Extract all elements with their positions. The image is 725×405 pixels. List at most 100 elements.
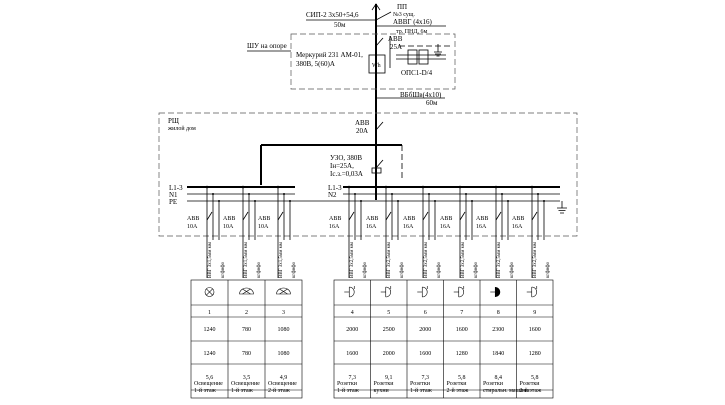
group-power-installed: 2000 (419, 327, 431, 333)
feeder-cable: ВВГ 3х2,5мм мм (424, 241, 429, 278)
group-power-calc: 1280 (456, 351, 468, 357)
bus-tap (458, 185, 462, 189)
feeder-rating: 16А (476, 224, 487, 230)
rsh-panel: РЩ жилой дом АВВ 20А УЗО, 380В Iн=25А, I… (158, 112, 578, 237)
feeder-rating: 16А (512, 224, 523, 230)
group-power-calc: 1280 (529, 351, 541, 357)
lighting-table-border (190, 279, 303, 399)
group-power-installed: 2000 (346, 327, 358, 333)
rcd-line1: УЗО, 380В (330, 154, 362, 162)
feeder-breaker-contact (422, 211, 429, 221)
group-desc-line1: Освещение (194, 381, 223, 387)
meter-symbol: Wh (372, 63, 381, 69)
group-power-calc: 1080 (278, 351, 290, 357)
group-number: 3 (282, 310, 285, 316)
group-current: 5,8 (531, 375, 539, 381)
feeder-breaker-contact (495, 211, 502, 221)
rsh-main-contact (375, 121, 384, 131)
meter-name: Меркурий 231 АМ-01, (296, 51, 363, 59)
feeder-breaker-contact (531, 211, 538, 221)
feeder-cable: ВВГ 3х2,5мм мм (533, 241, 538, 278)
feeder-breaker: АВВ (476, 216, 488, 222)
group-desc-line1: Розетки (374, 381, 395, 387)
rcd-contact (375, 159, 384, 169)
feeder-rating: 16А (329, 224, 340, 230)
group-desc-line2: 2-й этаж (520, 387, 543, 394)
group-desc-line1: Розетки (337, 381, 358, 387)
group-desc-line2: 2-й этаж (447, 387, 470, 394)
group-number: 5 (387, 310, 390, 316)
group-desc-line1: Розетки (483, 381, 504, 387)
bus-tap (421, 185, 425, 189)
pole-leader (375, 11, 392, 21)
group-number: 4 (351, 310, 354, 316)
group-desc-line1: Освещение (231, 381, 260, 387)
group-power-installed: 2500 (383, 327, 395, 333)
group-current: 8,4 (495, 375, 503, 381)
group-desc-line2: 1-й этаж (410, 387, 433, 394)
feeder-breaker: АВВ (512, 216, 524, 222)
feeder-breaker: АВВ (403, 216, 415, 222)
feed-arrow (371, 3, 381, 11)
cable-out-note: тр. ПНД, 6м (396, 29, 427, 35)
feeder-rating: 10А (258, 224, 269, 230)
feeder-tube: кгфнфо (221, 261, 226, 278)
feeder-tube: кгфнфо (292, 261, 297, 278)
feeder-tube: кгфнфо (510, 261, 515, 278)
feeder-breaker: АВВ (440, 216, 452, 222)
group-current: 5,8 (458, 375, 466, 381)
group-power-installed: 780 (242, 327, 251, 333)
surge-label: ОПС1-D/4 (401, 69, 433, 77)
group-number: 7 (460, 310, 463, 316)
group-desc-line2: 1-й этаж (194, 387, 217, 394)
group-power-calc: 1240 (204, 351, 216, 357)
group-desc-line2: кухни (374, 388, 390, 394)
ceiling-lamp-icon (239, 287, 254, 295)
group-power-installed: 1240 (204, 327, 216, 333)
socket-icon (526, 286, 538, 298)
link-cable: ВБбШв(4х10) 60м (376, 91, 445, 107)
shu-breaker-contact (375, 37, 384, 47)
feeder-breaker-contact (385, 211, 392, 221)
bus-tap (494, 185, 498, 189)
bus-l1-label: L1-3 (169, 184, 183, 192)
group-desc-line1: Розетки (447, 381, 468, 387)
bus-l2-label: L1-3 (328, 184, 342, 192)
feeder-tube: кгфнфо (437, 261, 442, 278)
group-power-installed: 1080 (278, 327, 290, 333)
link-cable-label: ВБбШв(4х10) (400, 91, 442, 99)
group-number: 9 (533, 310, 536, 316)
rcd-line3: Iс.з.=0,03А (330, 170, 363, 178)
group-number: 8 (497, 310, 500, 316)
socket-icon (417, 286, 428, 298)
lamp-icon (204, 287, 215, 297)
ceiling-lamp-icon (276, 287, 291, 295)
shu-breaker-rating: 25А (390, 43, 402, 51)
feeder-tube: кгфнфо (257, 261, 262, 278)
bus-pe-label: PE (169, 198, 177, 206)
feeder-breaker: АВВ (223, 216, 235, 222)
shu-ground-icon (434, 44, 442, 57)
feeder-rating: 10А (223, 224, 234, 230)
socket-icon (380, 286, 392, 298)
pole-sub: №3 сущ. (393, 12, 415, 18)
rsh-main-rating: 20А (356, 127, 368, 135)
group-desc-line2: 2-й этаж (268, 387, 291, 394)
rsh-sublabel: жилой дом (167, 125, 196, 132)
feeder-group-9: АВВ 16А ВВГ 3х2,5мм мм кгфнфо (512, 185, 551, 278)
feeder-cable: ВВГ 3х2,5мм мм (387, 241, 392, 278)
group-power-calc: 1600 (419, 351, 431, 357)
meter-spec: 380В, 5(60)А (296, 60, 335, 68)
group-power-calc: 1600 (346, 351, 358, 357)
shu-breaker: АВВ (388, 35, 403, 43)
